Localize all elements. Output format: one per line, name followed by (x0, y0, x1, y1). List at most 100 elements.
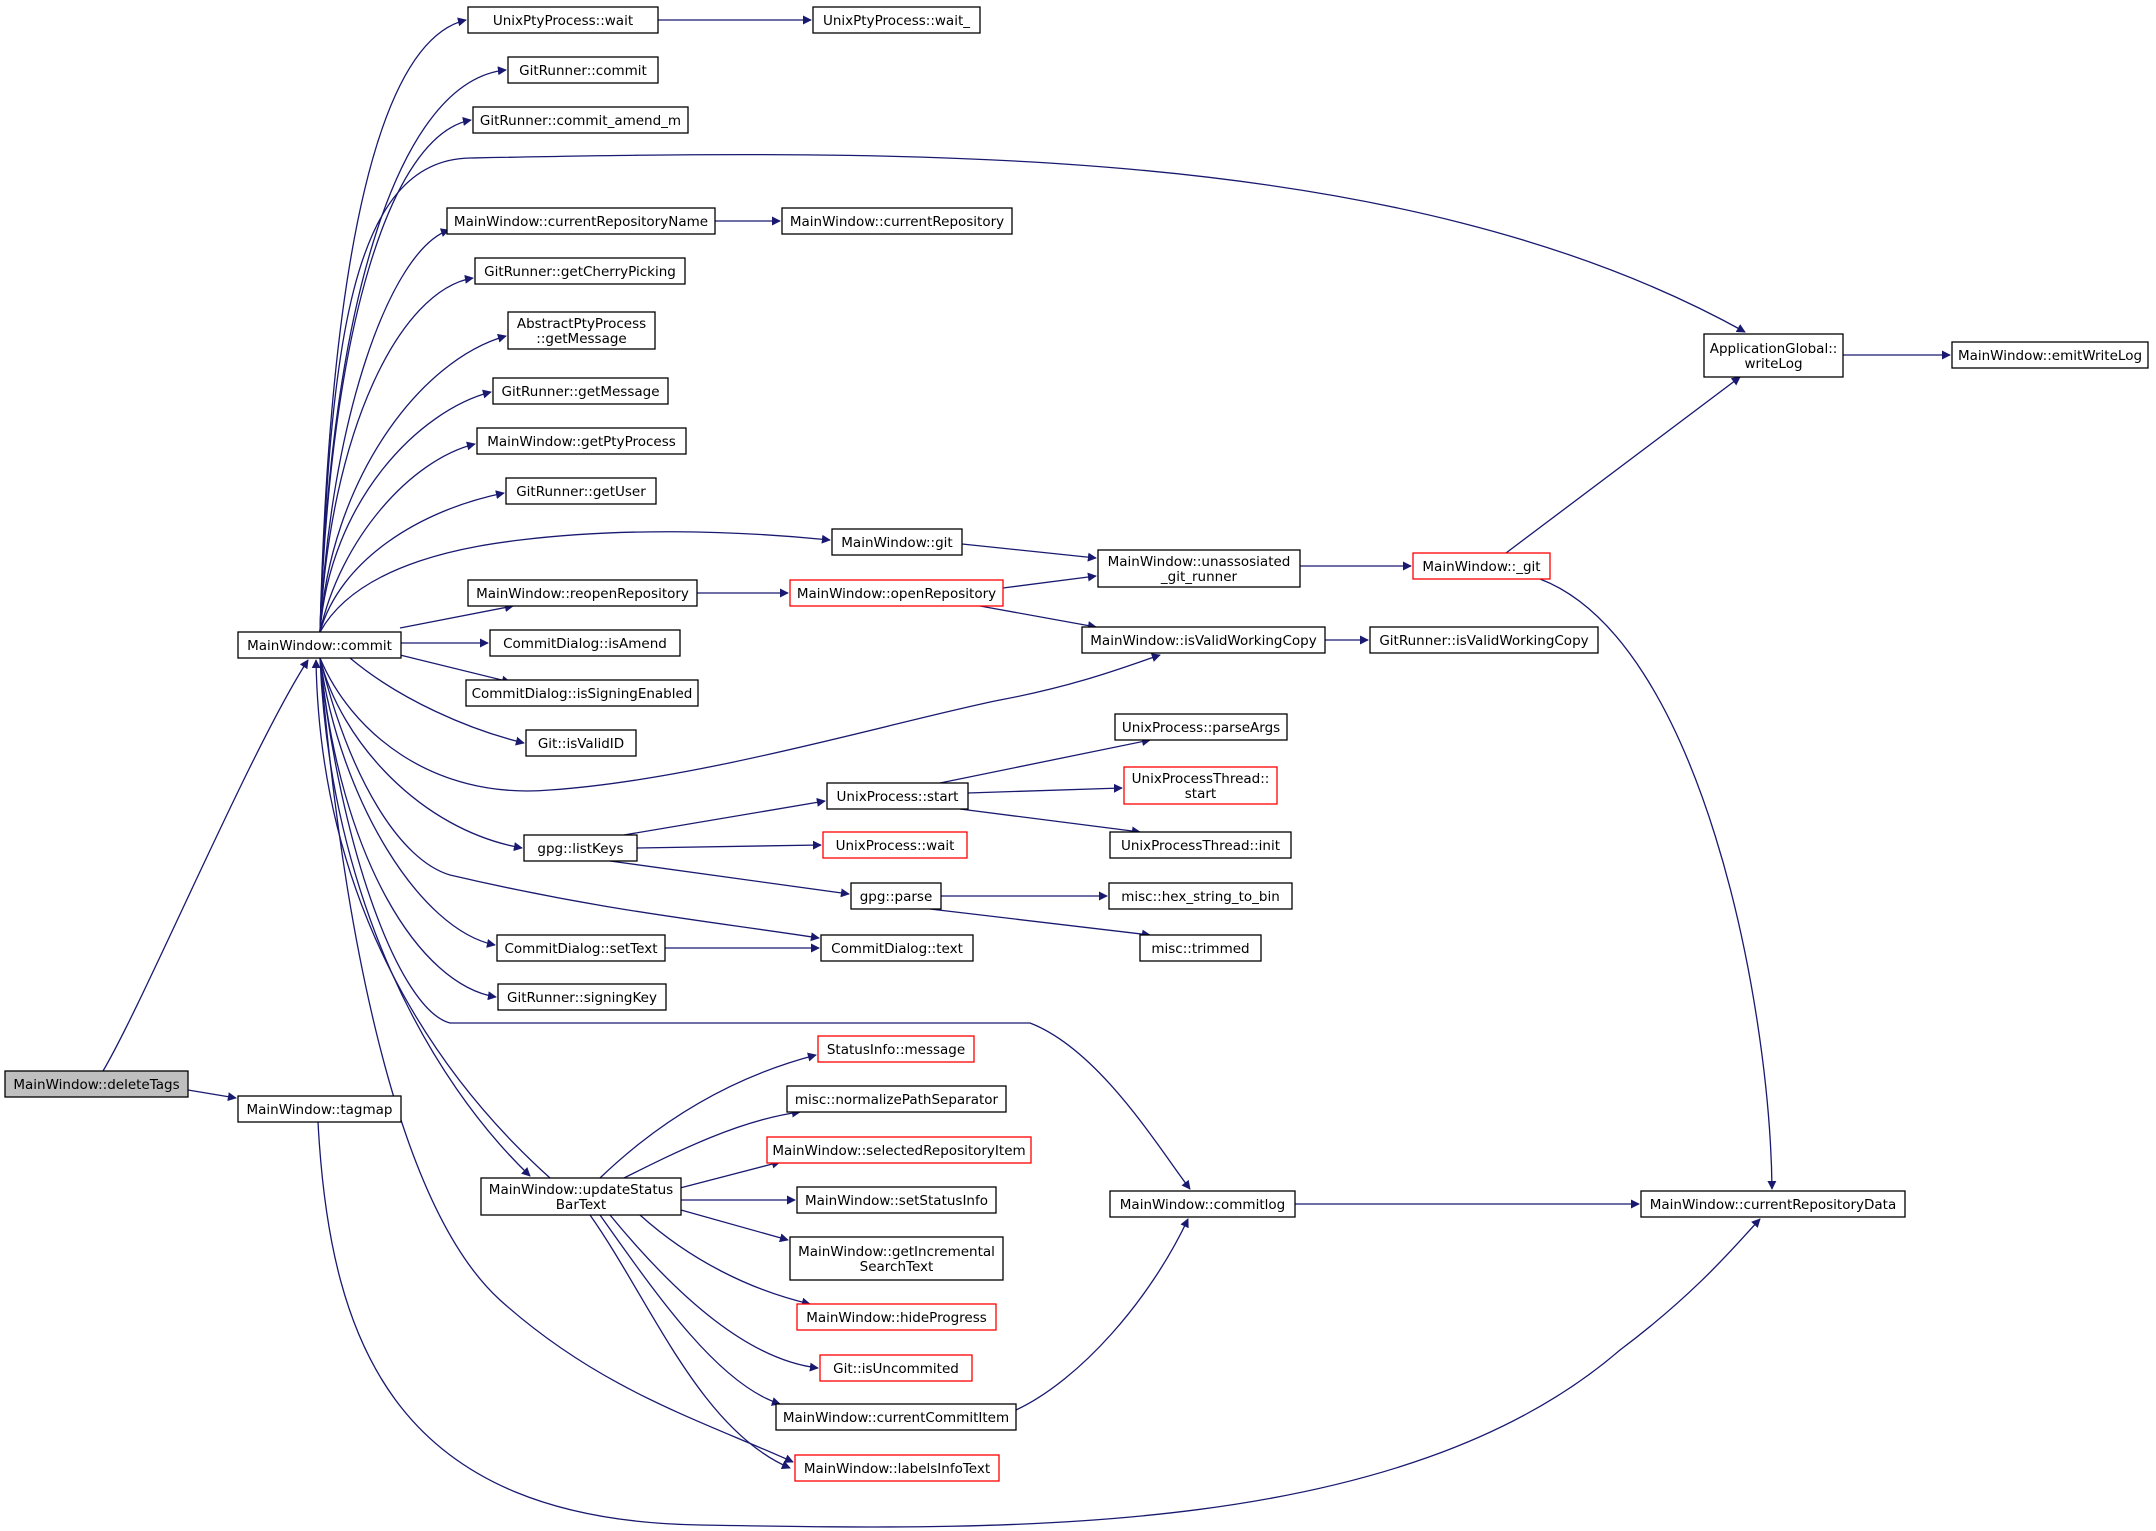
edge-line (319, 389, 492, 633)
edge-line (599, 1214, 781, 1406)
node-absmsg[interactable]: AbstractPtyProcess::getMessage (507, 311, 656, 350)
edge-line (609, 860, 850, 898)
node-ptywait_[interactable]: UnixPtyProcess::wait_ (812, 6, 981, 34)
node-commitlog[interactable]: MainWindow::commitlog (1109, 1190, 1296, 1218)
node-listKeys[interactable]: gpg::listKeys (523, 834, 638, 862)
node-uptinit[interactable]: UnixProcessThread::init (1109, 831, 1292, 859)
node-unassoc[interactable]: MainWindow::unassosiated_git_runner (1097, 549, 1301, 588)
edge-line (1539, 578, 1777, 1190)
node-curRepo[interactable]: MainWindow::currentRepository (781, 207, 1013, 235)
edge-updSB-to-hideProg (639, 1214, 811, 1307)
edge-line (349, 657, 525, 746)
node-grmsg[interactable]: GitRunner::getMessage (492, 377, 669, 405)
node-label: GitRunner::commit_amend_m (480, 113, 681, 129)
node-hex[interactable]: misc::hex_string_to_bin (1108, 882, 1293, 910)
node-label: CommitDialog::setText (504, 941, 657, 957)
node-label: MainWindow::setStatusInfo (805, 1193, 988, 1209)
node-selRepo[interactable]: MainWindow::selectedRepositoryItem (766, 1136, 1032, 1164)
edge-line (939, 737, 1151, 784)
node-deleteTags[interactable]: MainWindow::deleteTags (4, 1070, 189, 1098)
node-uptstart[interactable]: UnixProcessThread::start (1123, 766, 1278, 805)
node-box (766, 1136, 1032, 1164)
node-open[interactable]: MainWindow::openRepository (789, 579, 1004, 607)
node-trimmed[interactable]: misc::trimmed (1139, 934, 1262, 962)
node-box (820, 934, 974, 962)
edge-commit-to-isValidWC (319, 653, 1161, 792)
edge-commit-to-commitlog (319, 657, 1191, 1190)
edge-line (599, 1052, 817, 1179)
node-isValidWC[interactable]: MainWindow::isValidWorkingCopy (1081, 626, 1326, 654)
node-box (826, 782, 969, 810)
node-getuser[interactable]: GitRunner::getUser (505, 477, 657, 505)
node-ptywait[interactable]: UnixPtyProcess::wait (467, 6, 659, 34)
node-upstart[interactable]: UnixProcess::start (826, 782, 969, 810)
node-setSI[interactable]: MainWindow::setStatusInfo (796, 1186, 997, 1214)
node-grIsValidWC[interactable]: GitRunner::isValidWorkingCopy (1369, 626, 1599, 654)
edge-commit-to-text (319, 657, 820, 942)
node-upwait[interactable]: UnixProcess::wait (822, 831, 968, 859)
node-box (467, 6, 659, 34)
node-cherry[interactable]: GitRunner::getCherryPicking (474, 257, 686, 285)
node-box (507, 56, 659, 84)
node-box (1109, 831, 1292, 859)
node-label: BarText (556, 1197, 606, 1213)
node-gitValidID[interactable]: Git::isValidID (525, 729, 637, 757)
node-signEn[interactable]: CommitDialog::isSigningEnabled (465, 679, 699, 707)
node-curRepoName[interactable]: MainWindow::currentRepositoryName (446, 207, 716, 235)
edge-commit-to-cherry (319, 274, 474, 633)
edge-line (319, 441, 476, 633)
node-label: UnixProcessThread:: (1132, 771, 1270, 787)
node-label: MainWindow::updateStatus (489, 1182, 673, 1198)
node-box (507, 311, 656, 350)
node-isAmend[interactable]: CommitDialog::isAmend (489, 629, 681, 657)
node-statusMsg[interactable]: StatusInfo::message (817, 1035, 975, 1063)
node-hideProg[interactable]: MainWindow::hideProgress (796, 1303, 997, 1331)
node-_git[interactable]: MainWindow::_git (1412, 552, 1551, 580)
node-box (4, 1070, 189, 1098)
node-curRepoData[interactable]: MainWindow::currentRepositoryData (1640, 1190, 1906, 1218)
node-label: MainWindow::_git (1422, 559, 1540, 575)
edge-commit-to-signKey (319, 657, 497, 1001)
node-box (489, 629, 681, 657)
node-label: UnixProcess::parseArgs (1122, 720, 1280, 736)
edge-commit-to-reopen (399, 603, 514, 629)
edge-updSB-to-statusMsg (599, 1052, 817, 1179)
node-label: MainWindow::hideProgress (806, 1310, 987, 1326)
edge-open-to-isValidWC (979, 605, 1097, 630)
edge-line (319, 66, 507, 633)
edge-line (317, 1121, 1761, 1528)
node-label: misc::normalizePathSeparator (795, 1092, 999, 1108)
node-label: UnixPtyProcess::wait_ (823, 13, 970, 29)
edge-line (319, 274, 474, 633)
node-reopen[interactable]: MainWindow::reopenRepository (467, 579, 698, 607)
node-labels[interactable]: MainWindow::labelsInfoText (794, 1454, 1000, 1482)
node-label: MainWindow::reopenRepository (476, 586, 689, 602)
node-box (817, 1035, 975, 1063)
node-normPath[interactable]: misc::normalizePathSeparator (786, 1085, 1007, 1113)
node-gpgparse[interactable]: gpg::parse (850, 882, 942, 910)
node-curCommit[interactable]: MainWindow::currentCommitItem (775, 1403, 1017, 1431)
edge-commit-to-gitValidID (349, 657, 525, 746)
node-writeLog[interactable]: ApplicationGlobal::writeLog (1703, 333, 1844, 378)
edge-updSB-to-normPath (619, 1108, 801, 1181)
node-getpty[interactable]: MainWindow::getPtyProcess (476, 427, 687, 455)
node-setText[interactable]: CommitDialog::setText (496, 934, 666, 962)
node-emitWL[interactable]: MainWindow::emitWriteLog (1951, 341, 2149, 369)
node-mwgit[interactable]: MainWindow::git (831, 528, 963, 556)
edge-line (639, 1214, 811, 1307)
node-amend[interactable]: GitRunner::commit_amend_m (472, 106, 689, 134)
node-isUncom[interactable]: Git::isUncommited (819, 1354, 973, 1382)
node-box (789, 579, 1004, 607)
node-signKey[interactable]: GitRunner::signingKey (497, 983, 667, 1011)
edge-commit-to-writeLog (319, 153, 1746, 633)
node-label: MainWindow::emitWriteLog (1958, 348, 2142, 364)
node-commit[interactable]: MainWindow::commit (237, 631, 402, 659)
node-grcommit[interactable]: GitRunner::commit (507, 56, 659, 84)
node-text[interactable]: CommitDialog::text (820, 934, 974, 962)
node-tagmap[interactable]: MainWindow::tagmap (237, 1095, 402, 1123)
node-box (446, 207, 716, 235)
node-parseArgs[interactable]: UnixProcess::parseArgs (1114, 713, 1288, 741)
